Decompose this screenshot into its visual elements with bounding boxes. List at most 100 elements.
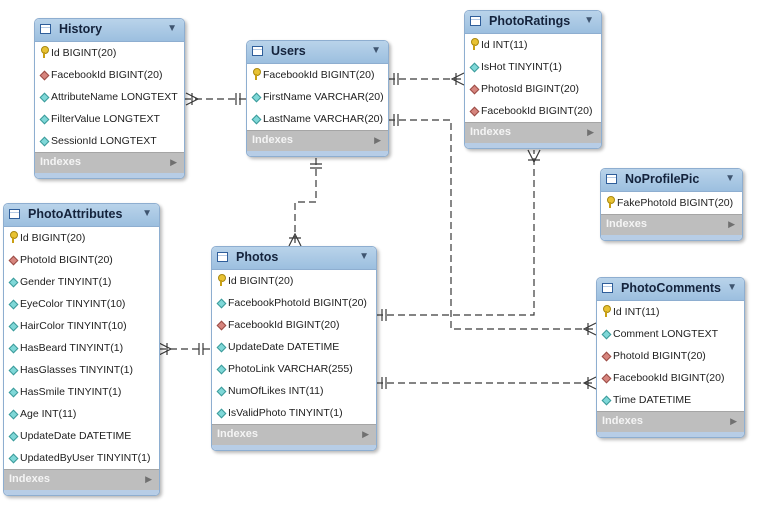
indexes-section[interactable]: Indexes ▶ (35, 152, 184, 173)
table-icon (40, 24, 51, 34)
column-row[interactable]: FacebookId BIGINT(20) (247, 64, 388, 86)
column-row[interactable]: Gender TINYINT(1) (4, 271, 159, 293)
table-footer-strip (465, 143, 601, 148)
expand-arrow-icon[interactable]: ▶ (374, 135, 381, 145)
column-row[interactable]: PhotoId BIGINT(20) (597, 345, 744, 367)
table-header[interactable]: NoProfilePic ▼ (601, 169, 742, 192)
column-row[interactable]: Id BIGINT(20) (35, 42, 184, 64)
column-row[interactable]: PhotoId BIGINT(20) (4, 249, 159, 271)
expand-arrow-icon[interactable]: ▶ (145, 474, 152, 484)
column-row[interactable]: Age INT(11) (4, 403, 159, 425)
rel-users-photoratings-one (393, 73, 399, 85)
column-row[interactable]: UpdatedByUser TINYINT(1) (4, 447, 159, 469)
column-icon (216, 342, 227, 353)
column-label: IsHot TINYINT(1) (481, 61, 562, 73)
column-label: Gender TINYINT(1) (20, 276, 112, 288)
expand-arrow-icon[interactable]: ▶ (170, 157, 177, 167)
indexes-label: Indexes (217, 428, 258, 440)
expand-arrow-icon[interactable]: ▶ (728, 219, 735, 229)
expand-arrow-icon[interactable]: ▶ (730, 416, 737, 426)
indexes-section[interactable]: Indexes ▶ (601, 214, 742, 235)
table-header[interactable]: PhotoRatings ▼ (465, 11, 601, 34)
column-label: EyeColor TINYINT(10) (20, 298, 126, 310)
column-icon (216, 386, 227, 397)
table-name: Photos (236, 250, 279, 264)
column-row[interactable]: EyeColor TINYINT(10) (4, 293, 159, 315)
column-row[interactable]: HasBeard TINYINT(1) (4, 337, 159, 359)
column-row[interactable]: Comment LONGTEXT (597, 323, 744, 345)
column-row[interactable]: NumOfLikes INT(11) (212, 380, 376, 402)
column-row[interactable]: Id BIGINT(20) (4, 227, 159, 249)
column-row[interactable]: UpdateDate DATETIME (212, 336, 376, 358)
column-row[interactable]: IsHot TINYINT(1) (465, 56, 601, 78)
expand-arrow-icon[interactable]: ▶ (587, 127, 594, 137)
column-row[interactable]: PhotosId BIGINT(20) (465, 78, 601, 100)
indexes-section[interactable]: Indexes ▶ (247, 130, 388, 151)
column-row[interactable]: SessionId LONGTEXT (35, 130, 184, 152)
column-row[interactable]: FakePhotoId BIGINT(20) (601, 192, 742, 214)
column-row[interactable]: FilterValue LONGTEXT (35, 108, 184, 130)
column-label: Id BIGINT(20) (228, 275, 294, 287)
foreign-key-icon (39, 70, 50, 81)
column-label: FilterValue LONGTEXT (51, 113, 160, 125)
indexes-label: Indexes (602, 415, 643, 427)
column-row[interactable]: FacebookId BIGINT(20) (465, 100, 601, 122)
table-header[interactable]: Users ▼ (247, 41, 388, 64)
indexes-section[interactable]: Indexes ▶ (4, 469, 159, 490)
column-label: Id INT(11) (613, 306, 660, 318)
table-header[interactable]: Photos ▼ (212, 247, 376, 270)
column-label: FacebookId BIGINT(20) (613, 372, 725, 384)
collapse-arrow-icon[interactable]: ▼ (167, 23, 177, 34)
table-photocomments[interactable]: PhotoComments ▼ Id INT(11) Comment LONGT… (596, 277, 745, 438)
collapse-arrow-icon[interactable]: ▼ (142, 208, 152, 219)
collapse-arrow-icon[interactable]: ▼ (727, 282, 737, 293)
column-list: Id BIGINT(20) FacebookId BIGINT(20) Attr… (35, 42, 184, 152)
rel-photos-photoratings-mark (527, 149, 541, 164)
collapse-arrow-icon[interactable]: ▼ (371, 45, 381, 56)
primary-key-icon (217, 274, 226, 287)
column-row[interactable]: FirstName VARCHAR(20) (247, 86, 388, 108)
collapse-arrow-icon[interactable]: ▼ (359, 251, 369, 262)
indexes-section[interactable]: Indexes ▶ (465, 122, 601, 143)
indexes-label: Indexes (9, 473, 50, 485)
column-row[interactable]: Id INT(11) (465, 34, 601, 56)
column-row[interactable]: Id BIGINT(20) (212, 270, 376, 292)
indexes-section[interactable]: Indexes ▶ (597, 411, 744, 432)
column-row[interactable]: HasGlasses TINYINT(1) (4, 359, 159, 381)
table-photos[interactable]: Photos ▼ Id BIGINT(20) FacebookPhotoId B… (211, 246, 377, 451)
table-header[interactable]: PhotoAttributes ▼ (4, 204, 159, 227)
column-row[interactable]: PhotoLink VARCHAR(255) (212, 358, 376, 380)
column-row[interactable]: FacebookId BIGINT(20) (212, 314, 376, 336)
collapse-arrow-icon[interactable]: ▼ (584, 15, 594, 26)
column-row[interactable]: FacebookPhotoId BIGINT(20) (212, 292, 376, 314)
column-row[interactable]: HairColor TINYINT(10) (4, 315, 159, 337)
column-row[interactable]: AttributeName LONGTEXT (35, 86, 184, 108)
table-name: History (59, 22, 103, 36)
table-header[interactable]: History ▼ (35, 19, 184, 42)
primary-key-icon (252, 68, 261, 81)
column-label: Age INT(11) (20, 408, 77, 420)
column-row[interactable]: LastName VARCHAR(20) (247, 108, 388, 130)
column-icon (39, 92, 50, 103)
column-row[interactable]: FacebookId BIGINT(20) (597, 367, 744, 389)
column-row[interactable]: Id INT(11) (597, 301, 744, 323)
table-photoattributes[interactable]: PhotoAttributes ▼ Id BIGINT(20) PhotoId … (3, 203, 160, 496)
table-photoratings[interactable]: PhotoRatings ▼ Id INT(11) IsHot TINYINT(… (464, 10, 602, 149)
column-row[interactable]: UpdateDate DATETIME (4, 425, 159, 447)
table-noprofilepic[interactable]: NoProfilePic ▼ FakePhotoId BIGINT(20) In… (600, 168, 743, 241)
rel-photos-photoratings (376, 150, 535, 316)
column-row[interactable]: IsValidPhoto TINYINT(1) (212, 402, 376, 424)
column-row[interactable]: FacebookId BIGINT(20) (35, 64, 184, 86)
table-history[interactable]: History ▼ Id BIGINT(20) FacebookId BIGIN… (34, 18, 185, 179)
column-row[interactable]: HasSmile TINYINT(1) (4, 381, 159, 403)
table-icon (9, 209, 20, 219)
indexes-section[interactable]: Indexes ▶ (212, 424, 376, 445)
table-users[interactable]: Users ▼ FacebookId BIGINT(20) FirstName … (246, 40, 389, 157)
collapse-arrow-icon[interactable]: ▼ (725, 173, 735, 184)
column-icon (601, 395, 612, 406)
expand-arrow-icon[interactable]: ▶ (362, 429, 369, 439)
table-header[interactable]: PhotoComments ▼ (597, 278, 744, 301)
column-row[interactable]: Time DATETIME (597, 389, 744, 411)
rel-photos-photoattributes-mark (158, 342, 173, 356)
